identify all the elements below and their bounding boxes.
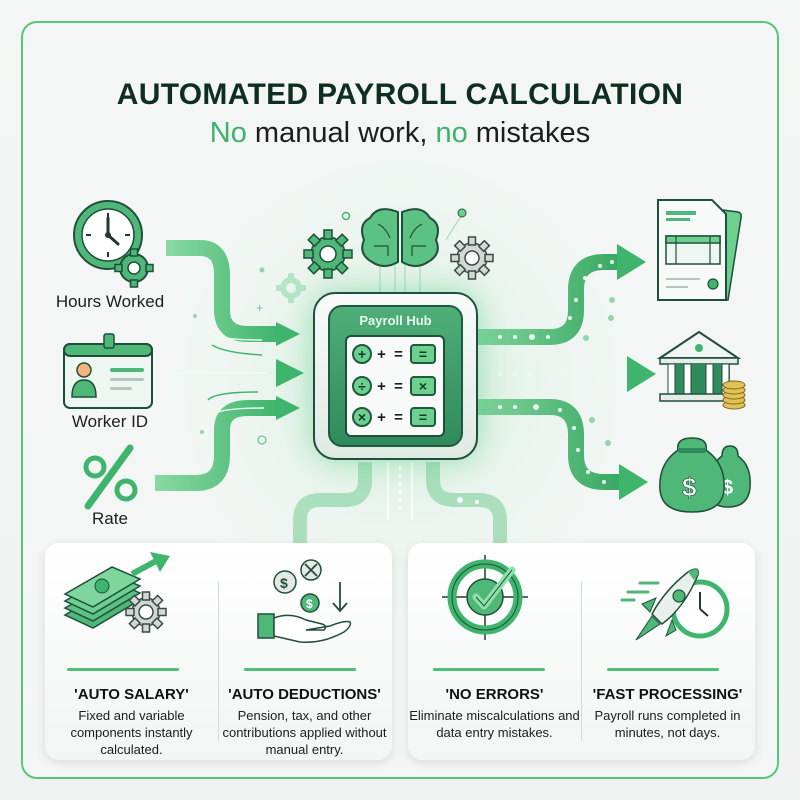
card-divider <box>218 581 219 741</box>
subtitle-highlight-1: No <box>209 117 247 149</box>
subtitle-highlight-2: no <box>435 117 468 149</box>
subtitle-text-2: mistakes <box>467 117 591 149</box>
feature-title: 'AUTO DEDUCTIONS' <box>228 686 381 703</box>
page-title: AUTOMATED PAYROLL CALCULATION <box>116 78 684 111</box>
feature-auto-salary: 'AUTO SALARY' Fixed and variable compone… <box>45 543 218 760</box>
input-arrow-hours <box>166 240 278 342</box>
feature-no-errors: 'NO ERRORS' Eliminate miscalculations an… <box>408 543 581 760</box>
operator-multiply-icon: × <box>352 407 372 427</box>
rocket-clock-icon <box>620 568 730 641</box>
feature-card-right: 'NO ERRORS' Eliminate miscalculations an… <box>408 543 755 760</box>
svg-text:+: + <box>256 301 263 315</box>
result-multiply-icon: × <box>410 376 436 396</box>
feature-description: Fixed and variable components instantly … <box>70 708 193 757</box>
svg-text:$: $ <box>682 472 697 502</box>
target-check-icon <box>442 555 528 640</box>
feature-card-left: 'AUTO SALARY' Fixed and variable compone… <box>45 543 392 760</box>
result-equals-icon: = <box>410 344 436 364</box>
gear-icon <box>303 229 353 279</box>
subtitle-text-1: manual work, <box>246 117 436 149</box>
payroll-hub-title: Payroll Hub <box>359 313 432 328</box>
svg-text:$: $ <box>306 597 313 611</box>
feature-title: 'AUTO SALARY' <box>74 686 189 703</box>
operator-divide-icon: ÷ <box>352 376 372 396</box>
feature-auto-deductions: $ $ 'AUTO DEDUCTIONS' Pension, tax, and … <box>218 543 391 760</box>
operator-plus-icon: + <box>352 344 372 364</box>
bank-coins-icon <box>656 330 746 410</box>
hand-coins-deduction-icon: $ $ <box>257 559 352 644</box>
feature-fast-processing: 'FAST PROCESSING' Payroll runs completed… <box>581 543 754 760</box>
feature-description: Payroll runs completed in minutes, not d… <box>594 708 741 740</box>
svg-text:$: $ <box>722 477 733 499</box>
input-label-worker-id: Worker ID <box>71 412 149 431</box>
divider-rule <box>607 668 719 671</box>
calc-row: ÷ + = × <box>352 373 444 399</box>
feature-description: Eliminate miscalculations and data entry… <box>409 708 580 740</box>
divider-rule <box>433 668 545 671</box>
percent-icon <box>83 444 138 510</box>
calc-middle: + = <box>377 408 405 426</box>
calc-row: × + = = <box>352 404 444 430</box>
divider-rule <box>244 668 356 671</box>
input-label-hours: Hours Worked <box>55 292 165 311</box>
feature-title: 'FAST PROCESSING' <box>592 686 743 703</box>
id-badge-icon <box>63 333 153 409</box>
payslip-document-icon <box>657 199 742 301</box>
svg-text:$: $ <box>280 575 288 591</box>
cash-gear-growth-icon <box>63 552 170 633</box>
page-subtitle: No manual work, no mistakes <box>0 117 800 150</box>
clock-gear-icon <box>73 200 154 288</box>
feature-description: Pension, tax, and other contributions ap… <box>222 708 387 757</box>
calc-middle: + = <box>377 345 405 363</box>
gear-icon-faded <box>276 273 306 303</box>
feature-title: 'NO ERRORS' <box>445 686 544 703</box>
card-divider <box>581 581 582 741</box>
money-bags-icon: $ $ <box>659 437 751 513</box>
result-equals-icon: = <box>410 407 436 427</box>
calc-row: + + = = <box>352 341 444 367</box>
gear-icon-gray <box>450 236 494 280</box>
calc-middle: + = <box>377 377 405 395</box>
divider-rule <box>67 668 179 671</box>
brain-icon <box>361 208 439 267</box>
input-label-rate: Rate <box>92 509 128 528</box>
